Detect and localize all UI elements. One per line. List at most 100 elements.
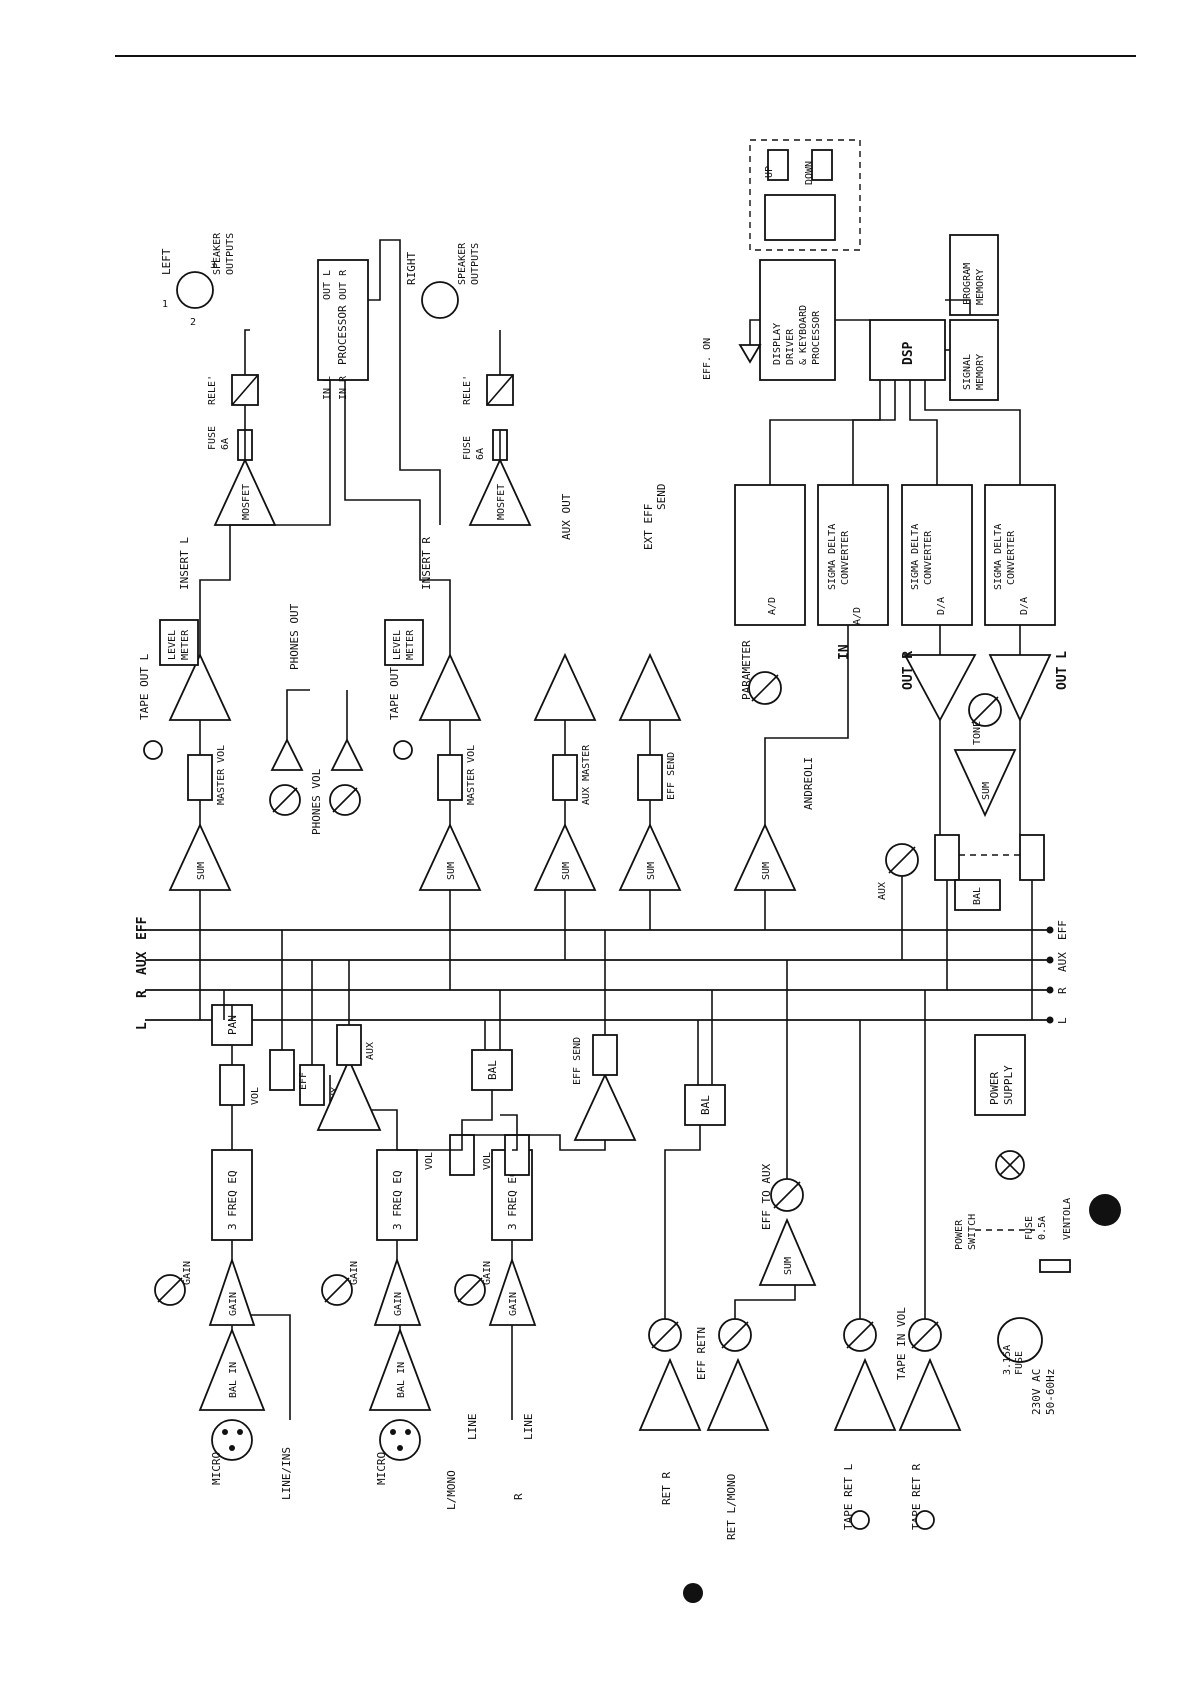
display-driver-1: DISPLAY — [772, 323, 783, 365]
eff-send-amp — [573, 1072, 637, 1141]
fuse-0-5a-label: FUSE — [1024, 1216, 1035, 1240]
eff-1-label: EFF — [298, 1072, 309, 1090]
master-vol-r-pot — [437, 754, 463, 801]
aux-master-pot — [552, 754, 578, 801]
ad-1-label: A/D — [767, 597, 778, 615]
pan-label: PAN — [226, 1015, 239, 1035]
front-panel-outline — [749, 139, 861, 251]
eff-1-pot — [269, 1049, 295, 1091]
aux-1-pot — [299, 1064, 325, 1106]
eff-send-label: EFF SEND — [666, 752, 677, 800]
master-vol-l-label: MASTER VOL — [216, 745, 227, 805]
down-button[interactable] — [811, 149, 833, 181]
relay-r-label: RELE' — [462, 375, 473, 405]
phones-out-label: PHONES OUT — [288, 603, 301, 670]
bal-in-2-label: BAL IN — [396, 1362, 407, 1398]
dsp-label: DSP — [901, 341, 916, 365]
mains-voltage: 230V AC — [1030, 1369, 1043, 1415]
aux-2-amp — [316, 1057, 382, 1131]
sum-l-label: SUM — [196, 862, 207, 880]
eq-2-label: 3 FREQ EQ — [391, 1170, 404, 1230]
sigma-1-label: SIGMA DELTA — [827, 524, 838, 590]
speaker-out-l-icon — [176, 271, 214, 309]
effects-section: ANDREOLI PARAMETER IN A/D SIGMA DELTA CO… — [702, 139, 1070, 1020]
vol-1-pot — [219, 1064, 245, 1106]
bal-2-box — [684, 1084, 726, 1126]
aux-2-label: AUX — [365, 1042, 376, 1060]
level-meter-l-box — [159, 619, 199, 666]
gain-amp-1 — [208, 1257, 256, 1326]
processor-out-r: OUT R — [338, 269, 349, 300]
bal-1-label: BAL — [486, 1060, 499, 1080]
tape-out-l-rca-icon — [143, 740, 163, 760]
eff-send-out-amp — [618, 652, 682, 721]
bus-aux-terminal — [1046, 956, 1054, 964]
sum-dsp-label: SUM — [761, 862, 772, 880]
eq-2-box — [376, 1149, 418, 1241]
bus-eff-terminal — [1046, 926, 1054, 934]
gain-knob-1-label: GAIN — [182, 1261, 193, 1285]
aux-out-amp — [533, 652, 597, 721]
master-vol-l-pot — [187, 754, 213, 801]
output-section: SUM SUM SUM SUM SUM MASTER VOL MASTER VO… — [138, 232, 797, 1020]
level-meter-r-2: METER — [405, 629, 416, 660]
tone-label: TONE — [972, 721, 983, 745]
sum-eff-label: SUM — [646, 862, 657, 880]
footer-logo — [683, 1583, 703, 1603]
bal-in-label: BAL IN — [228, 1362, 239, 1398]
phones-amp-2 — [330, 737, 364, 771]
level-meter-r-box — [384, 619, 424, 666]
right-label: RIGHT — [405, 252, 418, 285]
vol-2-label: VOL — [424, 1152, 435, 1170]
seven-segment-display — [764, 194, 836, 241]
power-switch-label-1: POWER — [954, 1219, 965, 1250]
pin-1-label: 1 — [162, 299, 168, 310]
down-button-label: DOWN — [804, 161, 815, 185]
ext-eff-label: EXT EFF — [642, 504, 655, 550]
bal-in-2-amp — [368, 1327, 432, 1411]
vol-1-label: VOL — [250, 1087, 261, 1105]
fuse-3-15a-value: 3.15A — [1002, 1345, 1013, 1375]
dsp-in-label: IN — [837, 644, 852, 660]
tape-ret-r-rca-icon — [915, 1510, 935, 1530]
gain-amp-3-label: GAIN — [508, 1292, 519, 1316]
aux-2-pot — [336, 1024, 362, 1066]
ret-l-mono-label: RET L/MONO — [725, 1474, 738, 1540]
mains-socket-icon — [997, 1317, 1043, 1363]
phones-vol-label: PHONES VOL — [310, 768, 323, 835]
program-memory-box — [949, 234, 999, 316]
processor-box — [317, 259, 369, 381]
ventola-label: VENTOLA — [1062, 1198, 1073, 1240]
tape-out-r-label: TAPE OUT R — [388, 653, 401, 720]
ret-r-amp — [638, 1357, 702, 1431]
power-supply-label-2: SUPPLY — [1002, 1065, 1015, 1105]
bus-r-label: R — [135, 990, 150, 998]
ret-sum-label: SUM — [783, 1257, 794, 1275]
processor-label: PROCESSOR — [336, 305, 349, 365]
fuse-r-label: FUSE — [462, 436, 473, 460]
fuse-l-label: FUSE — [207, 426, 218, 450]
fuse-r-value: 6A — [475, 448, 486, 460]
fuse-0-5a-value: 0.5A — [1037, 1216, 1048, 1240]
r-2-label: R — [512, 1493, 525, 1500]
ext-eff-send-label: SEND — [655, 484, 668, 511]
power-supply-label-1: POWER — [988, 1072, 1001, 1105]
gain-knob-2-label: GAIN — [349, 1261, 360, 1285]
program-memory-1: PROGRAM — [962, 263, 973, 305]
dsp-box — [869, 319, 946, 381]
tape-in-vol-label: TAPE IN VOL — [895, 1307, 908, 1380]
da-1-label: D/A — [936, 597, 947, 615]
tape-ret-l-rca-icon — [850, 1510, 870, 1530]
fuse-0-5a-icon — [1039, 1259, 1071, 1273]
input-channel-1: MICRO BAL IN LINE/INS GAIN GAIN 3 FREQ E… — [154, 930, 341, 1500]
sum-aux-label: SUM — [561, 862, 572, 880]
power-section: 230V AC 50-60Hz 3.15A FUSE FUSE 0.5A POW… — [954, 1034, 1121, 1415]
bus-aux-label-right: AUX — [1056, 952, 1069, 972]
tape-out-r-rca-icon — [393, 740, 413, 760]
up-button[interactable] — [767, 149, 789, 181]
aux-out-label: AUX OUT — [560, 493, 573, 540]
eff-retn-label: EFF RETN — [695, 1327, 708, 1380]
parameter-label: PARAMETER — [740, 640, 753, 700]
conv-2-label: CONVERTER — [923, 530, 934, 585]
